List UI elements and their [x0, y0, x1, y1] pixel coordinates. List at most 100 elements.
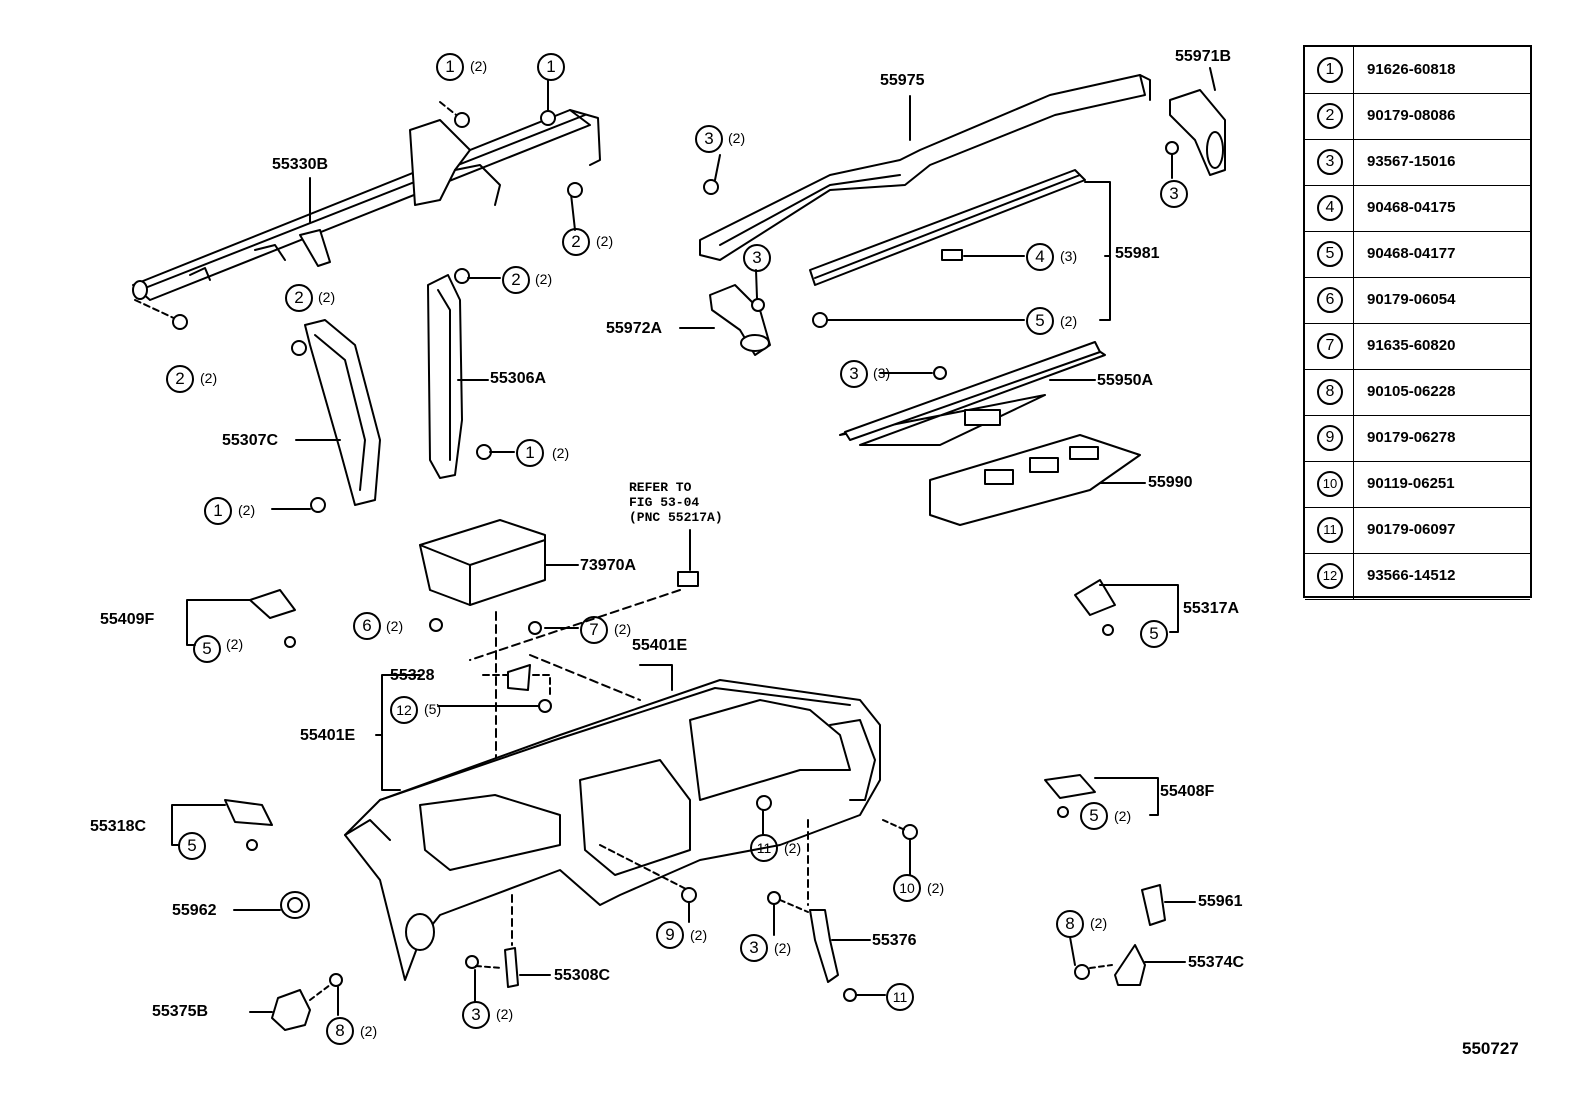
label-73970A: 73970A — [580, 557, 637, 574]
callout-5: 5 — [1080, 802, 1108, 830]
label-55306A: 55306A — [490, 370, 547, 387]
label-55328: 55328 — [390, 667, 435, 684]
panel-55950A — [839, 341, 1106, 446]
legend-number-cell: 5 — [1305, 231, 1354, 277]
label-55317A: 55317A — [1183, 600, 1240, 617]
legend-row: 11 90179-06097 — [1305, 507, 1530, 554]
legend-row: 4 90468-04175 — [1305, 185, 1530, 232]
qty: (2) — [1114, 808, 1132, 824]
rail-55981 — [809, 169, 1086, 328]
legend-part-number: 90105-06228 — [1367, 383, 1456, 400]
legend-number: 1 — [1317, 57, 1343, 83]
refer-note-line3: (PNC 55217A) — [629, 510, 723, 525]
qty: (2) — [535, 271, 553, 287]
brace-55307C — [291, 319, 381, 513]
reinforcement-beam-55330B — [132, 109, 601, 301]
legend-number-cell: 1 — [1305, 47, 1354, 93]
callout-2: 2 — [502, 266, 530, 294]
label-55401E-left: 55401E — [300, 727, 356, 744]
airbag-73970A — [419, 519, 546, 635]
label-55990: 55990 — [1148, 474, 1193, 491]
legend-number-cell: 6 — [1305, 277, 1354, 323]
callout-1: 1 — [204, 497, 232, 525]
callout-2: 2 — [562, 228, 590, 256]
brace-55306A — [427, 268, 492, 479]
callout-1: 1 — [436, 53, 464, 81]
qty: (2) — [226, 636, 244, 652]
label-55401E-top: 55401E — [632, 637, 688, 654]
legend-number: 11 — [1317, 517, 1343, 543]
legend-part-number: 91626-60818 — [1367, 61, 1456, 78]
legend-part-number: 90468-04175 — [1367, 199, 1456, 216]
label-55375B: 55375B — [152, 1003, 209, 1020]
legend-part-number: 90179-06278 — [1367, 429, 1456, 446]
callout-3: 3 — [462, 1001, 490, 1029]
legend-part-number: 91635-60820 — [1367, 337, 1456, 354]
legend-number: 6 — [1317, 287, 1343, 313]
callout-6: 6 — [353, 612, 381, 640]
legend-number-cell: 9 — [1305, 415, 1354, 461]
label-55408F: 55408F — [1160, 783, 1215, 800]
legend-number-cell: 4 — [1305, 185, 1354, 231]
qty: (2) — [386, 618, 404, 634]
legend-number-cell: 11 — [1305, 507, 1354, 553]
legend-number-cell: 12 — [1305, 553, 1354, 599]
label-55962: 55962 — [172, 902, 217, 919]
label-55374C: 55374C — [1188, 954, 1245, 971]
refer-note-line2: FIG 53-04 — [629, 495, 700, 510]
legend-part-number: 90179-06054 — [1367, 291, 1456, 308]
qty: (2) — [690, 927, 708, 943]
legend-number: 9 — [1317, 425, 1343, 451]
callout-5: 5 — [193, 635, 221, 663]
label-55330B: 55330B — [272, 156, 329, 173]
label-55961: 55961 — [1198, 893, 1243, 910]
legend-number: 3 — [1317, 149, 1343, 175]
qty: (3) — [1060, 248, 1078, 264]
qty: (3) — [873, 365, 891, 381]
legend-number-cell: 3 — [1305, 139, 1354, 185]
callout-3: 3 — [695, 125, 723, 153]
dashboard-55401E — [344, 679, 881, 981]
qty: (2) — [784, 840, 802, 856]
label-55308C: 55308C — [554, 967, 611, 984]
legend-row: 6 90179-06054 — [1305, 277, 1530, 324]
label-55950A: 55950A — [1097, 372, 1154, 389]
legend-row: 9 90179-06278 — [1305, 415, 1530, 462]
legend-row: 1 91626-60818 — [1305, 47, 1530, 94]
qty: (2) — [728, 130, 746, 146]
refer-note-line1: REFER TO — [629, 480, 692, 495]
duct-55990 — [929, 434, 1141, 526]
legend-part-number: 93567-15016 — [1367, 153, 1456, 170]
qty: (2) — [200, 370, 218, 386]
label-55981: 55981 — [1115, 245, 1160, 262]
callout-3: 3 — [1160, 180, 1188, 208]
legend-row: 8 90105-06228 — [1305, 369, 1530, 416]
label-55307C: 55307C — [222, 432, 279, 449]
legend-number: 10 — [1317, 471, 1343, 497]
legend-part-number: 90179-08086 — [1367, 107, 1456, 124]
legend-part-number: 93566-14512 — [1367, 567, 1456, 584]
callout-5: 5 — [178, 832, 206, 860]
qty: (2) — [614, 621, 632, 637]
qty: (2) — [470, 58, 488, 74]
legend-number: 2 — [1317, 103, 1343, 129]
callout-1: 1 — [537, 53, 565, 81]
callout-12: 12 — [390, 696, 418, 724]
callout-11: 11 — [886, 983, 914, 1011]
figure-number: 550727 — [1462, 1039, 1519, 1058]
label-55975: 55975 — [880, 72, 925, 89]
callout-1: 1 — [516, 439, 544, 467]
legend-number-cell: 10 — [1305, 461, 1354, 507]
qty: (5) — [424, 701, 442, 717]
callout-3: 3 — [740, 934, 768, 962]
label-55318C: 55318C — [90, 818, 147, 835]
qty: (2) — [496, 1006, 514, 1022]
legend-part-number: 90179-06097 — [1367, 521, 1456, 538]
legend-number: 8 — [1317, 379, 1343, 405]
side-duct-55972A — [709, 284, 771, 356]
callout-8: 8 — [1056, 910, 1084, 938]
